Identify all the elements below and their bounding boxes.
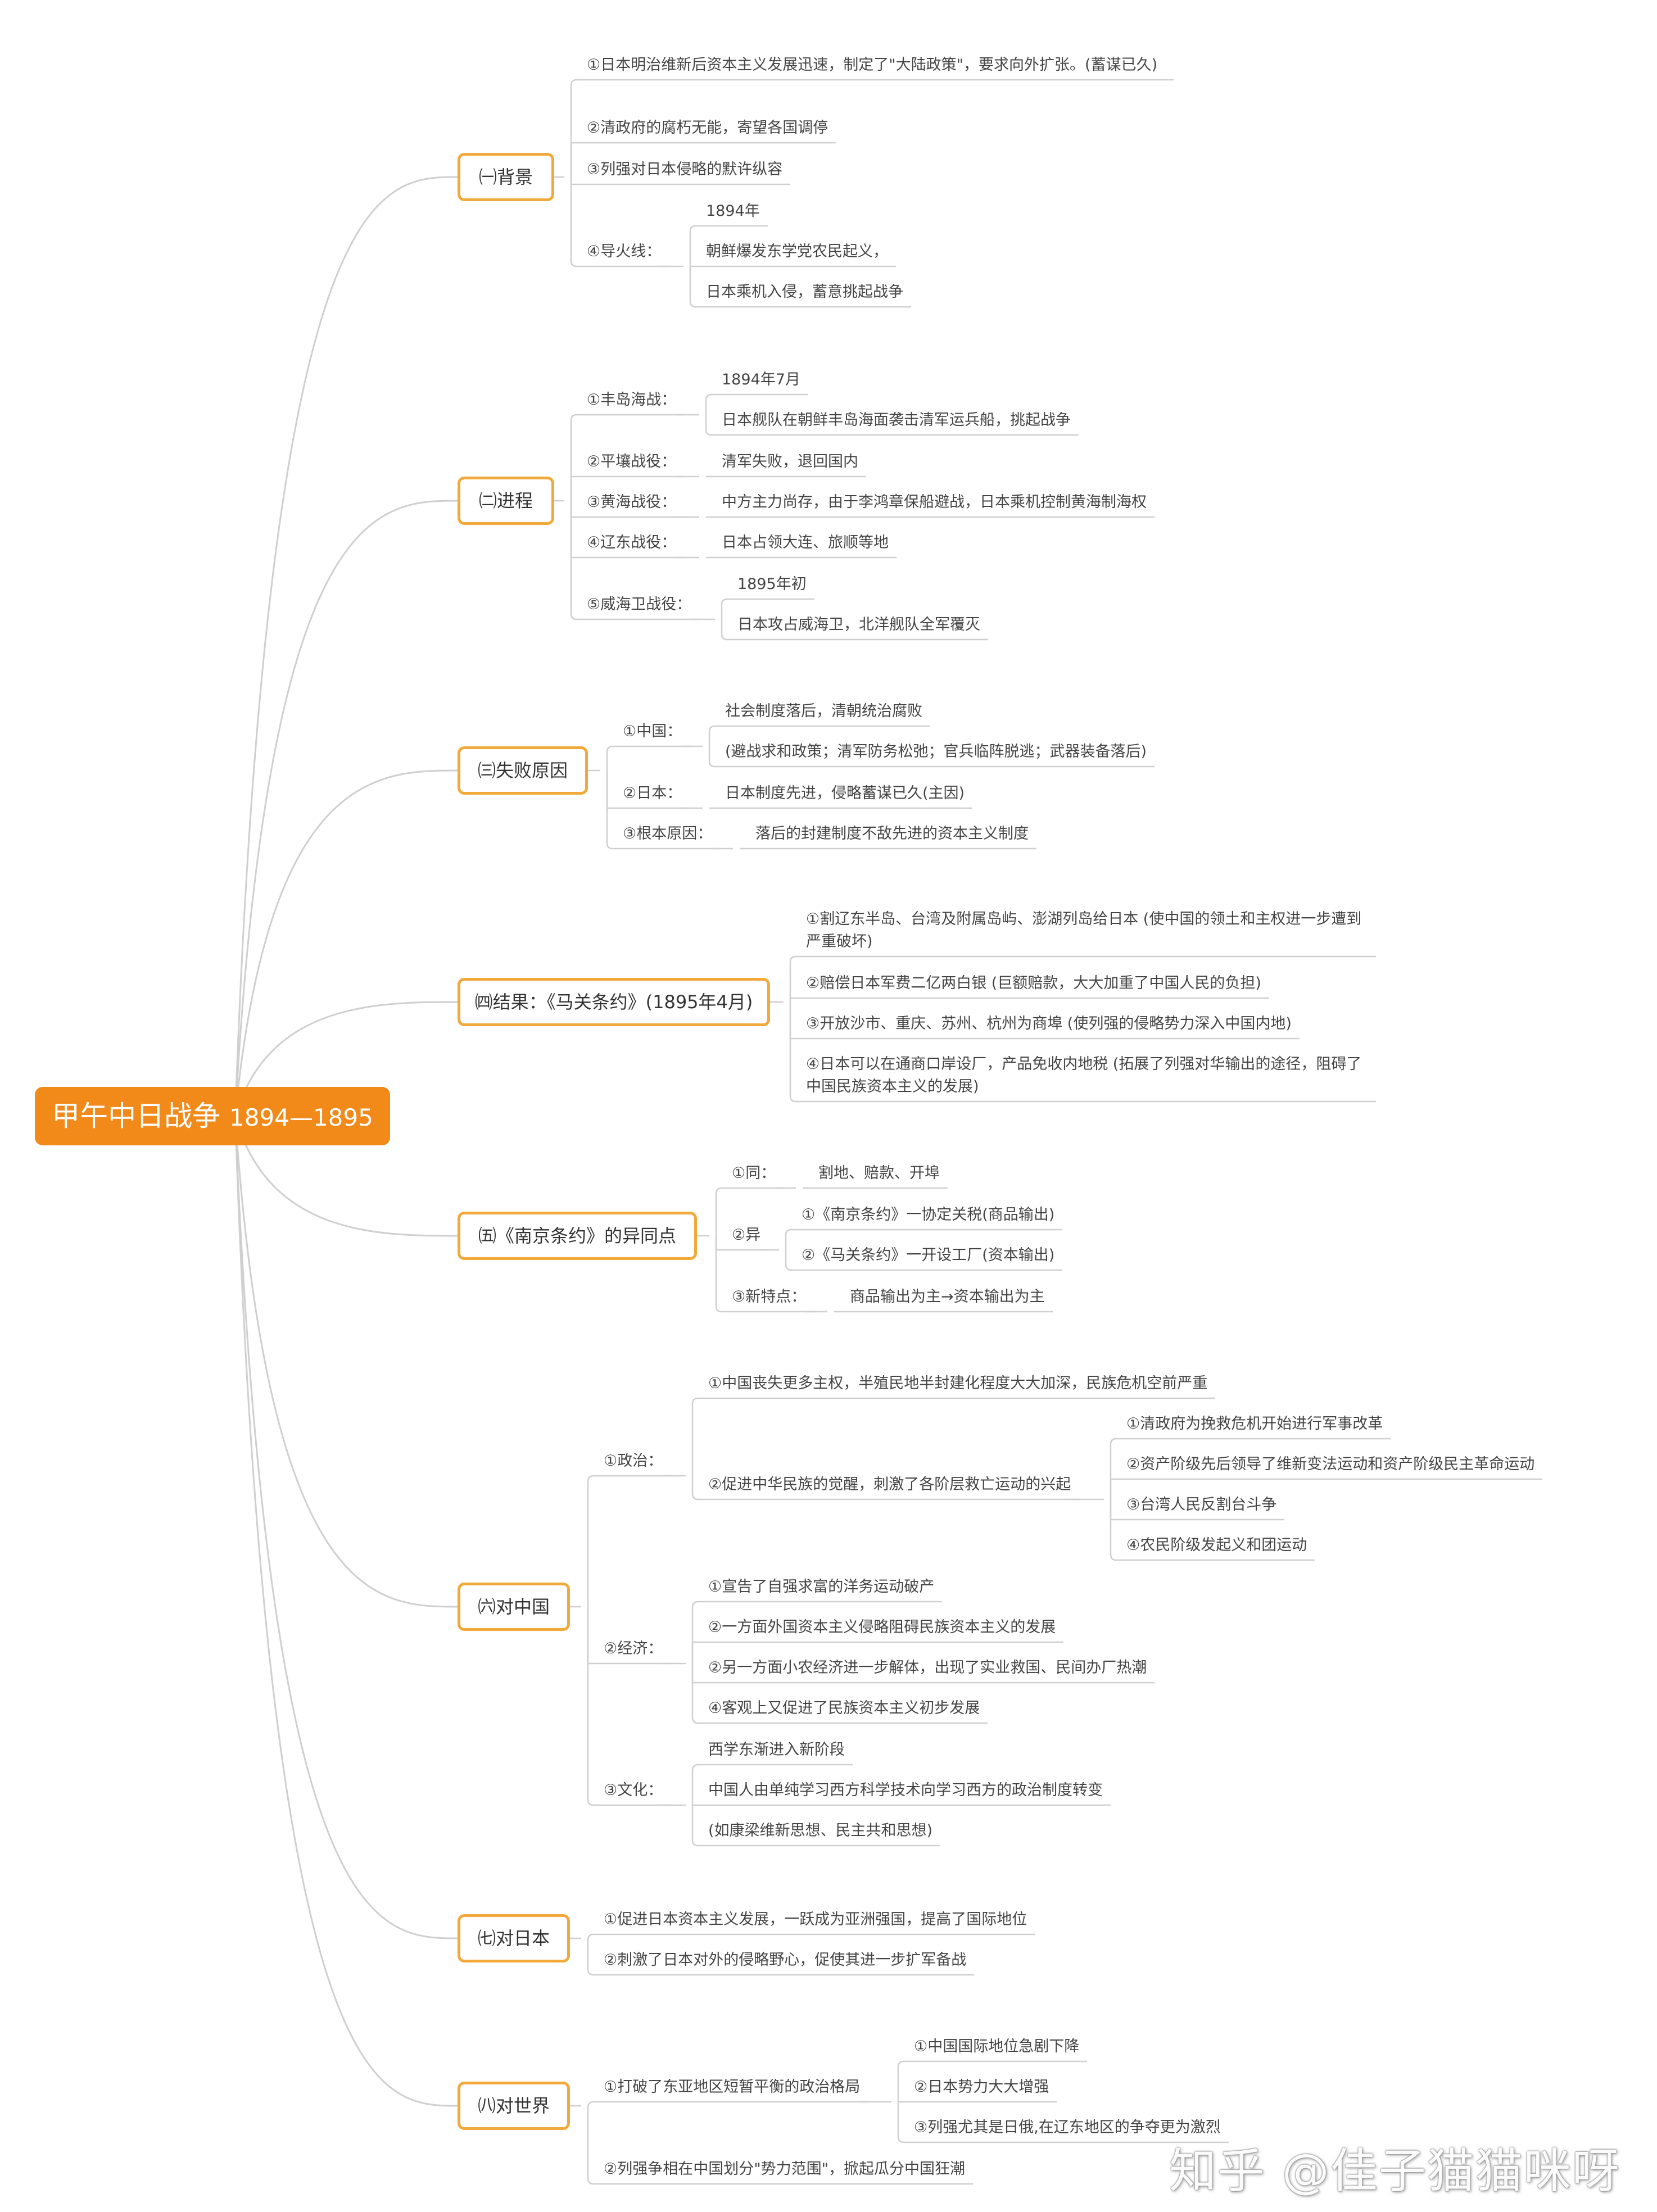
process-item-1b: 日本舰队在朝鲜丰岛海面袭击清军运兵船，挑起战争 (722, 411, 1071, 429)
background-item-1: ①日本明治维新后资本主义发展迅速，制定了"大陆政策"，要求向外扩张。(蓄谋已久) (587, 56, 1158, 74)
failure-item-2: ②日本： (623, 785, 682, 802)
topic-comparison[interactable]: ㈤《南京条约》的异同点 (458, 1212, 697, 1260)
topic-failure-reasons[interactable]: ㈢失败原因 (458, 746, 588, 795)
china-politics-2-2: ②资产阶级先后领导了维新变法运动和资产阶级民主革命运动 (1126, 1456, 1535, 1473)
process-item-4: ④辽东战役： (587, 534, 677, 551)
result-item-1: ①割辽东半岛、台湾及附属岛屿、澎湖列岛给日本 (使中国的领土和主权进一步遭到严重… (806, 910, 1362, 950)
comparison-item-2a: ①《南京条约》一协定关税(商品输出) (802, 1206, 1055, 1223)
china-politics: ①政治： (604, 1452, 663, 1470)
process-item-5a: 1895年初 (737, 575, 807, 593)
process-item-1: ①丰岛海战： (587, 391, 677, 409)
failure-item-1a: 社会制度落后，清朝统治腐败 (725, 702, 922, 720)
topic-background[interactable]: ㈠背景 (458, 153, 554, 201)
background-item-4a: 1894年 (706, 202, 760, 220)
process-item-3: ③黄海战役： (587, 493, 677, 511)
topic-process[interactable]: ㈡进程 (458, 477, 554, 525)
root-title: 甲午中日战争 (52, 1100, 221, 1132)
root-topic[interactable]: 甲午中日战争 1894—1895 (35, 1087, 390, 1145)
process-item-5b: 日本攻占威海卫，北洋舰队全军覆灭 (737, 616, 980, 633)
china-culture: ③文化： (604, 1782, 663, 1799)
china-politics-2-1: ①清政府为挽救危机开始进行军事改革 (1126, 1415, 1383, 1433)
failure-item-2a: 日本制度先进，侵略蓄谋已久(主因) (725, 785, 965, 802)
background-item-3: ③列强对日本侵略的默许纵容 (587, 161, 783, 178)
process-item-3a: 中方主力尚存，由于李鸿章保船避战，日本乘机控制黄海制海权 (722, 493, 1147, 511)
background-item-4: ④导火线： (587, 243, 662, 260)
root-years: 1894—1895 (229, 1104, 373, 1131)
topic-impact-world[interactable]: ㈧对世界 (458, 2082, 570, 2130)
watermark: 知乎 @佳子猫猫咪呀 (1169, 2143, 1620, 2199)
comparison-item-2: ②异 (732, 1226, 761, 1244)
background-item-4c: 日本乘机入侵，蓄意挑起战争 (706, 283, 903, 301)
failure-item-3: ③根本原因： (623, 825, 713, 842)
china-culture-1: 西学东渐进入新阶段 (708, 1741, 845, 1758)
failure-item-1b: (避战求和政策；清军防务松弛；官兵临阵脱逃；武器装备落后) (725, 743, 1147, 760)
topic-impact-japan[interactable]: ㈦对日本 (458, 1914, 570, 1962)
comparison-item-3a: 商品输出为主→资本输出为主 (850, 1288, 1045, 1306)
topic-impact-china[interactable]: ㈥对中国 (458, 1583, 570, 1631)
process-item-1a: 1894年7月 (722, 371, 800, 388)
japan-item-1: ①促进日本资本主义发展，一跃成为亚洲强国，提高了国际地位 (604, 1911, 1027, 1928)
china-economy-4: ④客观上又促进了民族资本主义初步发展 (708, 1699, 980, 1717)
world-item-1c: ③列强尤其是日俄,在辽东地区的争夺更为激烈 (914, 2119, 1221, 2136)
world-item-1b: ②日本势力大大增强 (914, 2078, 1049, 2096)
process-item-4a: 日本占领大连、旅顺等地 (722, 534, 889, 551)
china-politics-1: ①中国丧失更多主权，半殖民地半封建化程度大大加深，民族危机空前严重 (708, 1375, 1208, 1392)
background-item-4b: 朝鲜爆发东学党农民起义， (706, 243, 888, 260)
world-item-2: ②列强争相在中国划分"势力范围"，掀起瓜分中国狂潮 (604, 2160, 966, 2178)
topic-result[interactable]: ㈣结果：《马关条约》(1895年4月) (458, 978, 770, 1026)
result-item-2: ②赔偿日本军费二亿两白银 (巨额赔款，大大加重了中国人民的负担) (806, 974, 1261, 992)
china-politics-2-4: ④农民阶级发起义和团运动 (1126, 1536, 1307, 1554)
china-culture-3: (如康梁维新思想、民主共和思想) (708, 1822, 933, 1839)
china-economy: ②经济： (604, 1640, 663, 1657)
china-culture-2: 中国人由单纯学习西方科学技术向学习西方的政治制度转变 (708, 1782, 1103, 1799)
japan-item-2: ②刺激了日本对外的侵略野心，促使其进一步扩军备战 (604, 1951, 967, 1969)
china-economy-3: ②另一方面小农经济进一步解体，出现了实业救国、民间办厂热潮 (708, 1659, 1147, 1676)
background-item-2: ②清政府的腐朽无能，寄望各国调停 (587, 119, 828, 137)
comparison-item-1: ①同： (732, 1164, 776, 1182)
process-item-5: ⑤威海卫战役： (587, 596, 692, 613)
process-item-2a: 清军失败，退回国内 (722, 453, 858, 470)
world-item-1a: ①中国国际地位急剧下降 (914, 2038, 1080, 2055)
comparison-item-3: ③新特点： (732, 1288, 807, 1306)
china-economy-1: ①宣告了自强求富的洋务运动破产 (708, 1578, 935, 1595)
china-politics-2: ②促进中华民族的觉醒，刺激了各阶层救亡运动的兴起 (708, 1476, 1071, 1493)
failure-item-1: ①中国： (623, 723, 682, 740)
failure-item-3a: 落后的封建制度不敌先进的资本主义制度 (755, 825, 1029, 842)
result-item-4: ④日本可以在通商口岸设厂，产品免收内地税 (拓展了列强对华输出的途径，阻碍了中国… (806, 1055, 1362, 1095)
comparison-item-1a: 割地、赔款、开埠 (818, 1164, 940, 1182)
result-item-3: ③开放沙市、重庆、苏州、杭州为商埠 (使列强的侵略势力深入中国内地) (806, 1015, 1292, 1032)
process-item-2: ②平壤战役： (587, 453, 677, 470)
china-economy-2: ②一方面外国资本主义侵略阻碍民族资本主义的发展 (708, 1619, 1056, 1636)
china-politics-2-3: ③台湾人民反割台斗争 (1126, 1496, 1277, 1513)
comparison-item-2b: ②《马关条约》一开设工厂(资本输出) (802, 1246, 1055, 1264)
world-item-1: ①打破了东亚地区短暂平衡的政治格局 (604, 2078, 861, 2096)
